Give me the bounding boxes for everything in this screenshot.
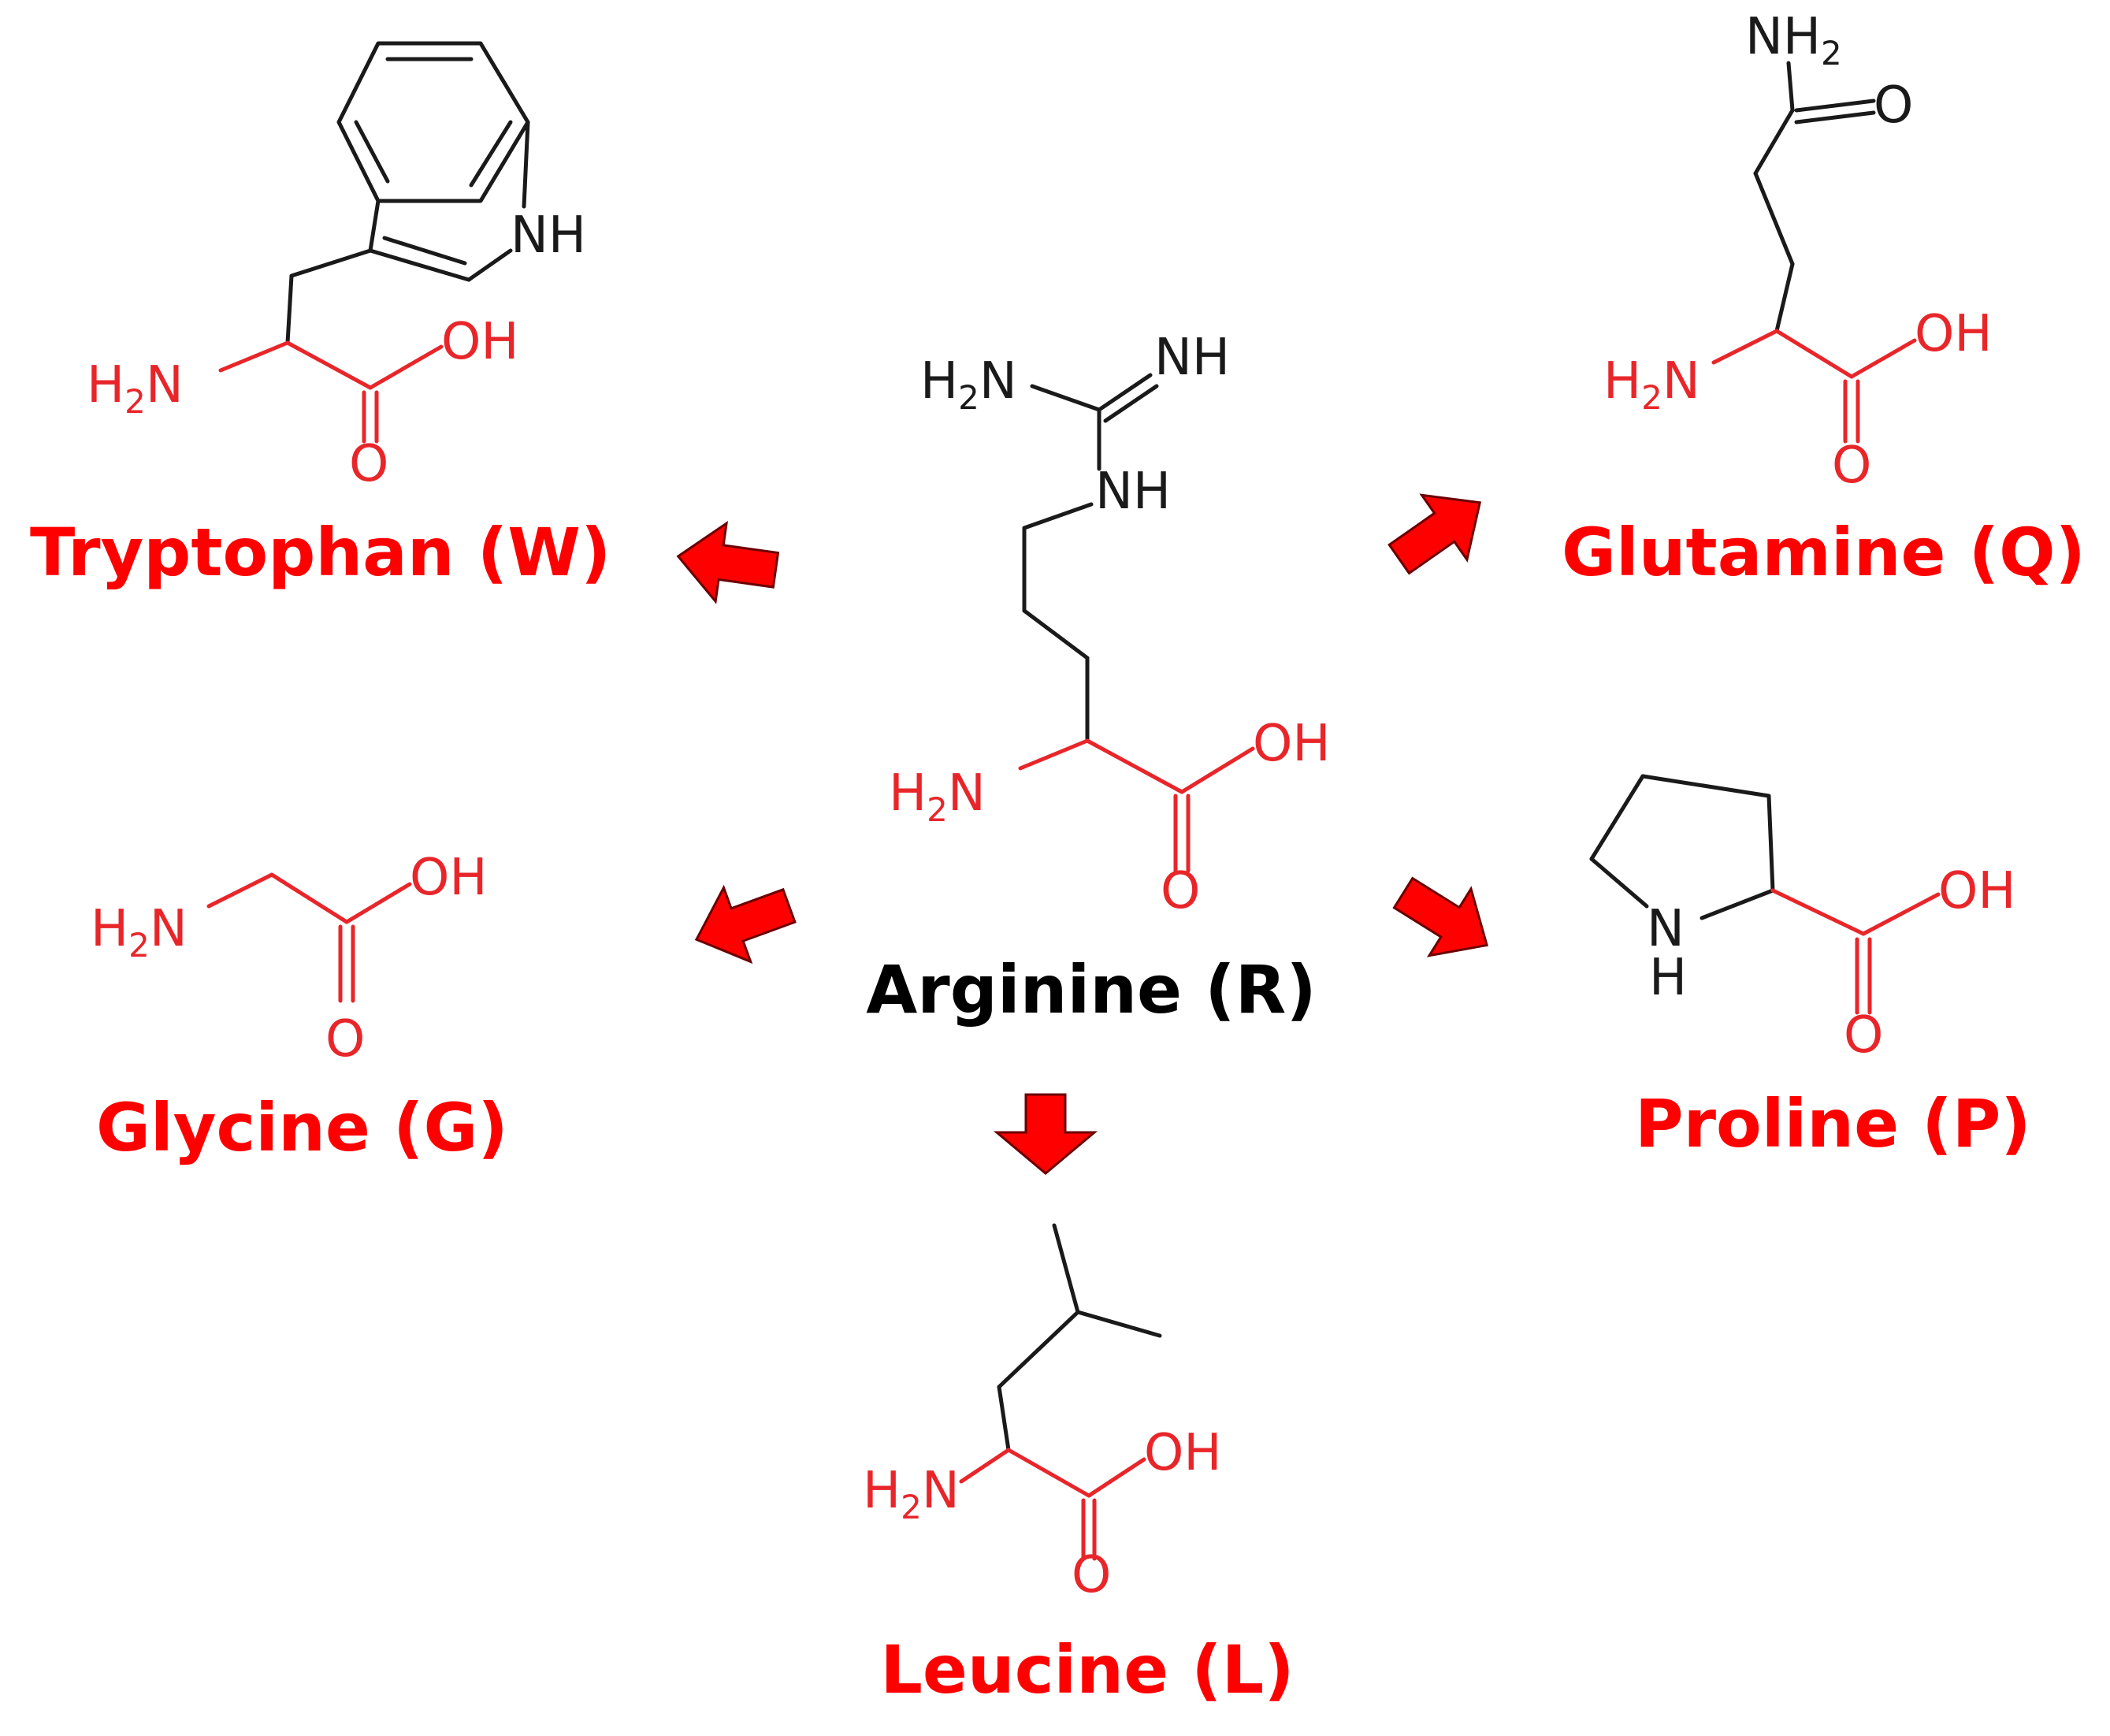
glycine-label: Glycine (G) (96, 1089, 508, 1166)
tryptophan-label: Tryptophan (W) (30, 514, 611, 591)
atom-o-amide: O (1874, 76, 1913, 135)
atom-oh: OH (1938, 862, 2016, 920)
atom-oh: OH (1253, 715, 1331, 773)
atom-h-ring: H (1649, 949, 1687, 1007)
atom-o: O (1072, 1546, 1111, 1604)
tryptophan-structure: NH H2N OH O Tryptophan (W) (30, 41, 611, 591)
proline-structure: N H OH O Proline (P) (1589, 774, 2031, 1162)
atom-nh-guanidine: NH (1095, 463, 1171, 521)
atom-o: O (1832, 437, 1871, 495)
arrow-to-proline (1392, 876, 1489, 957)
atom-h2n: H2N (1603, 352, 1700, 417)
arrow-to-tryptophan (676, 520, 780, 604)
arginine-structure: H2N NH NH H2N OH O Arginine (R) (866, 329, 1330, 1028)
atom-nh-indole: NH (511, 206, 586, 265)
proline-label: Proline (P) (1635, 1085, 2031, 1162)
leucine-label: Leucine (L) (880, 1631, 1294, 1708)
leucine-structure: H2N OH O Leucine (L) (863, 1223, 1295, 1708)
atom-oh: OH (441, 313, 519, 371)
atom-h2n: H2N (91, 900, 188, 965)
arrow-to-glutamine (1387, 493, 1482, 575)
atom-h2n: H2N (889, 764, 986, 829)
atom-h2n-guanidine: H2N (920, 352, 1017, 417)
atom-oh: OH (1915, 305, 1993, 363)
arrow-to-glycine (694, 884, 797, 965)
atom-o: O (1844, 1006, 1883, 1065)
atom-n-ring: N (1647, 900, 1685, 958)
atom-nh-imine: NH (1154, 329, 1230, 387)
atom-oh: OH (1144, 1424, 1222, 1482)
atom-h2n: H2N (87, 356, 184, 421)
glutamine-label: Glutamine (Q) (1562, 514, 2086, 591)
atom-oh: OH (410, 849, 488, 907)
atom-o: O (325, 1010, 365, 1069)
atom-h2n: H2N (863, 1462, 960, 1526)
glutamine-structure: NH2 O H2N OH O Glutamine (Q) (1562, 8, 2086, 591)
arginine-label: Arginine (R) (866, 951, 1316, 1028)
atom-o: O (349, 435, 388, 493)
glycine-structure: H2N OH O Glycine (G) (91, 849, 508, 1166)
atom-nh2-amide: NH2 (1745, 8, 1842, 72)
arrow-to-leucine (993, 1093, 1098, 1175)
atom-o: O (1161, 862, 1200, 920)
